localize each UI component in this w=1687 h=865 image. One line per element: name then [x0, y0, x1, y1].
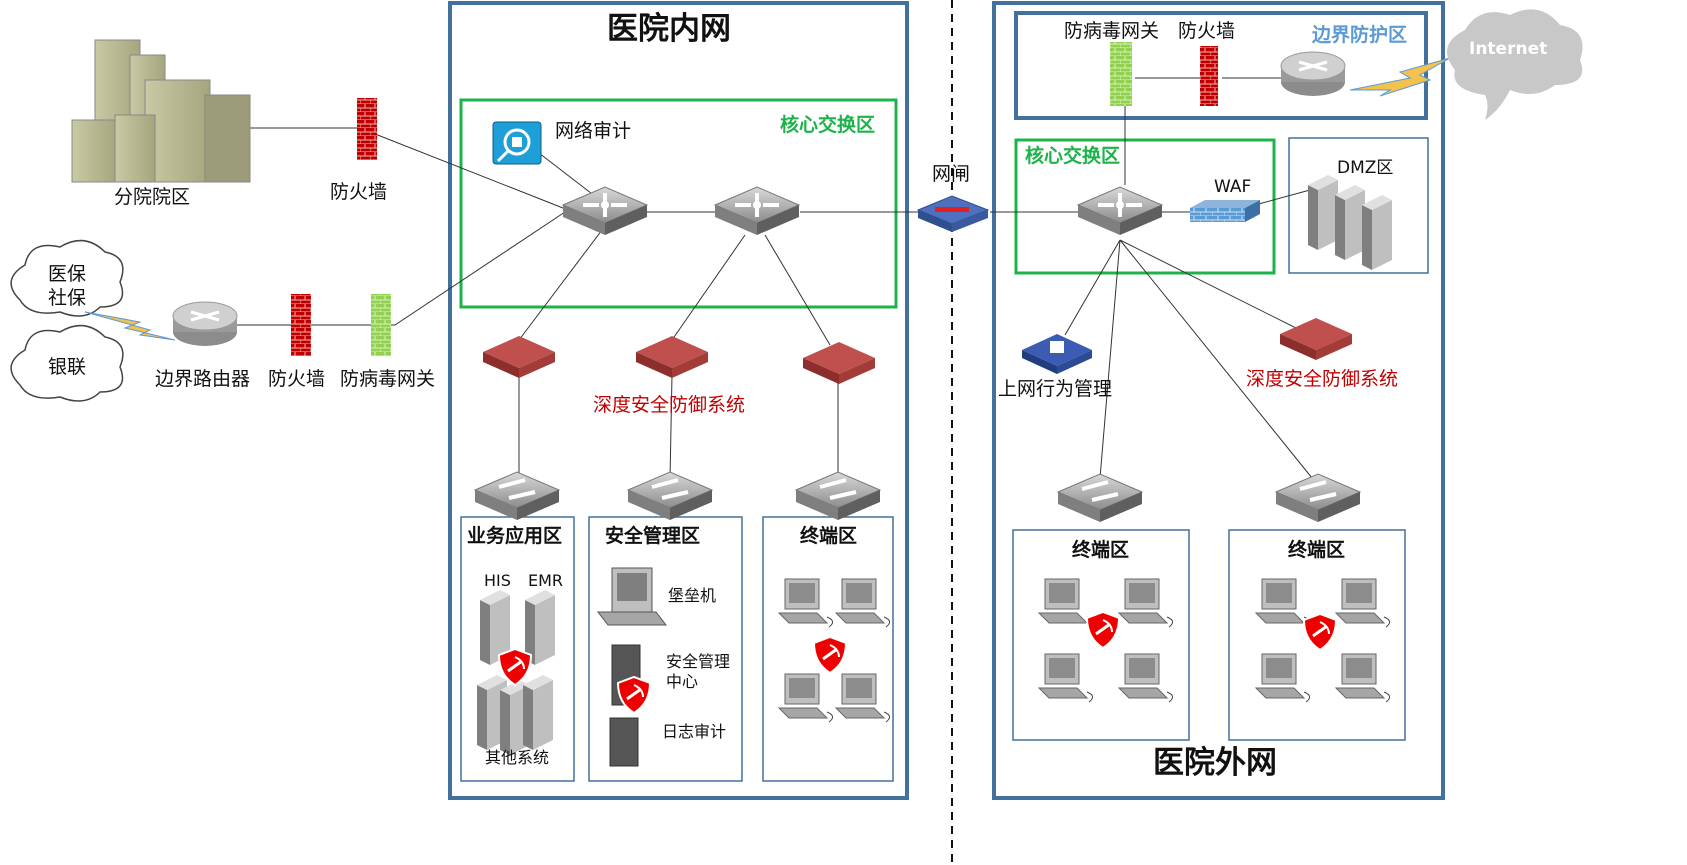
security-shield-icon — [1085, 610, 1121, 650]
border-router-icon — [171, 300, 239, 348]
branch-label: 分院院区 — [114, 186, 191, 208]
terminal-zone-frame — [762, 516, 894, 782]
security-shield-icon — [1302, 612, 1338, 652]
security-shield-icon — [616, 675, 652, 715]
antivirus-gateway-label: 防病毒网关 — [340, 368, 436, 390]
ext-terminal-zone-1-frame — [1012, 529, 1190, 741]
intranet-frame — [448, 1, 909, 800]
bastion-label: 堡垒机 — [668, 586, 717, 605]
access-switch-terminal-icon — [794, 470, 882, 522]
ext-ips-label: 深度安全防御系统 — [1246, 368, 1399, 390]
ext-access-switch-2-icon — [1274, 472, 1362, 524]
soc-label-line2: 中心 — [666, 672, 699, 691]
border-router-label: 边界路由器 — [155, 368, 251, 390]
intranet-ips-label: 深度安全防御系统 — [593, 394, 746, 416]
access-switch-security-icon — [626, 470, 714, 522]
bastion-host-icon — [596, 567, 668, 626]
intranet-core-zone-frame — [459, 98, 898, 309]
ext-core-zone-label: 核心交换区 — [1025, 145, 1121, 167]
emr-label: EMR — [528, 571, 564, 590]
intranet-title: 医院内网 — [607, 11, 731, 47]
internet-label: Internet — [1469, 39, 1548, 59]
ips-3-icon — [803, 342, 875, 384]
ext-router-icon — [1279, 50, 1347, 98]
security-zone-title: 安全管理区 — [605, 525, 701, 547]
cloud-medical-label-2: 社保 — [48, 287, 87, 309]
gatekeeper-icon — [916, 195, 990, 232]
firewall-label: 防火墙 — [268, 368, 326, 390]
log-audit-server-icon — [609, 717, 639, 767]
dmz-zone-frame — [1288, 137, 1429, 274]
his-label: HIS — [484, 571, 511, 590]
gatekeeper-label: 网闸 — [932, 163, 971, 185]
ext-antivirus-gateway-icon — [1110, 42, 1132, 106]
router-text: ROUTER — [1298, 95, 1328, 103]
border-zone-label: 边界防护区 — [1312, 24, 1408, 46]
cloud-medical-label-1: 医保 — [48, 263, 87, 285]
ips-1-icon — [483, 336, 555, 378]
soc-label-line1: 安全管理 — [666, 652, 731, 671]
network-audit-label: 网络审计 — [555, 120, 632, 142]
behavior-mgmt-label: 上网行为管理 — [998, 378, 1113, 400]
other-systems-servers-icon — [477, 675, 553, 755]
lightning-link-icon — [1349, 57, 1451, 97]
ext-terminal-zone-2-frame — [1228, 529, 1406, 741]
ext-terminal-zone-2-title: 终端区 — [1288, 539, 1346, 561]
cloud-unionpay-icon — [10, 324, 124, 402]
access-switch-business-icon — [473, 470, 561, 522]
dmz-label: DMZ区 — [1337, 158, 1394, 178]
lightning-link-icon — [84, 311, 176, 341]
business-zone-title: 业务应用区 — [467, 525, 563, 547]
antivirus-gateway-icon — [371, 294, 391, 356]
core-switch-2-icon — [713, 185, 801, 237]
cloud-medical-insurance-icon — [10, 239, 124, 317]
ext-access-switch-1-icon — [1056, 472, 1144, 524]
extranet-frame — [992, 1, 1445, 800]
waf-icon — [1190, 200, 1260, 222]
branch-building-icon — [71, 39, 251, 183]
security-shield-icon — [812, 635, 848, 675]
intranet-core-zone-label: 核心交换区 — [780, 114, 876, 136]
ips-2-icon — [636, 336, 708, 378]
terminal-zone-title: 终端区 — [800, 525, 858, 547]
cloud-unionpay-label: 银联 — [48, 356, 87, 378]
internet-cloud-icon — [1447, 9, 1583, 120]
core-switch-1-icon — [561, 185, 649, 237]
ext-terminal-zone-1-title: 终端区 — [1072, 539, 1130, 561]
firewall-icon — [291, 294, 311, 356]
log-audit-label: 日志审计 — [662, 722, 727, 741]
other-systems-label: 其他系统 — [485, 748, 550, 767]
waf-label: WAF — [1214, 177, 1252, 197]
behavior-management-icon — [1022, 334, 1092, 374]
ext-firewall-label: 防火墙 — [1178, 20, 1236, 42]
extranet-title: 医院外网 — [1153, 745, 1277, 781]
ext-antivirus-label: 防病毒网关 — [1064, 20, 1160, 42]
links — [235, 77, 1313, 481]
dmz-servers-icon — [1308, 175, 1392, 270]
extranet-core-zone-frame — [1014, 138, 1276, 275]
ext-core-switch-icon — [1076, 185, 1164, 237]
ext-firewall-icon — [1200, 46, 1218, 106]
branch-firewall-label: 防火墙 — [330, 181, 388, 203]
network-audit-icon — [492, 121, 542, 165]
firewall-branch-icon — [357, 98, 377, 160]
ext-ips-icon — [1280, 318, 1352, 360]
